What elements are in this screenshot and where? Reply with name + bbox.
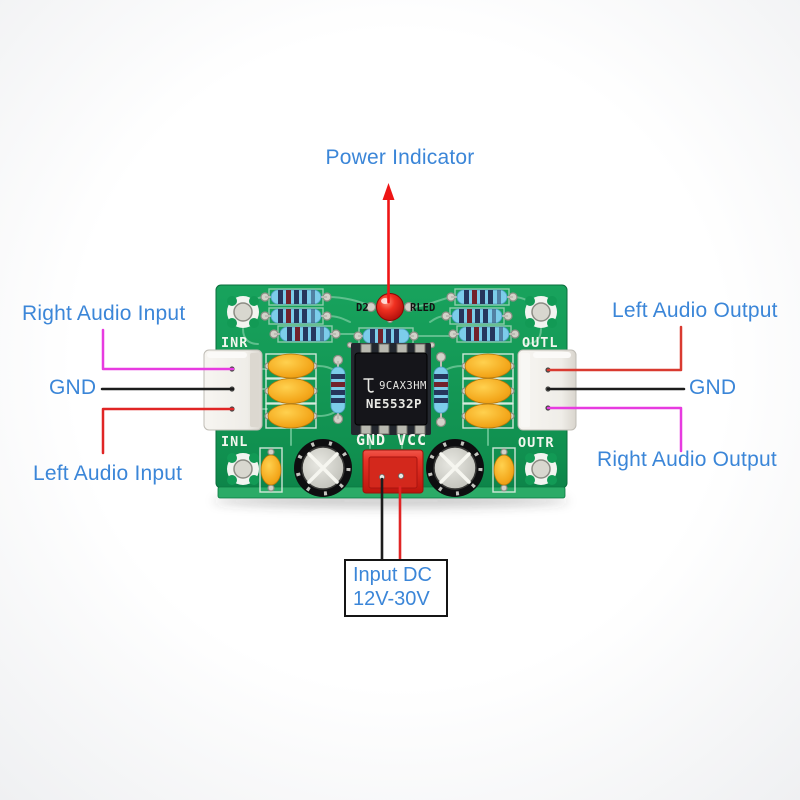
- resistor: [358, 328, 414, 344]
- silkscreen-d2: D2: [356, 302, 369, 314]
- texas-instruments-logo-icon: [363, 378, 374, 393]
- pcb-board: 9CAX3HM NE5532P: [203, 284, 577, 499]
- dc-power-connector: [362, 449, 424, 494]
- resistor: [265, 308, 327, 324]
- capacitor: [267, 353, 315, 379]
- capacitor: [464, 353, 512, 379]
- resistor: [265, 289, 327, 305]
- power-indicator-label: Power Indicator: [325, 146, 475, 169]
- resistor: [433, 361, 449, 419]
- silkscreen-vcc: VCC: [397, 431, 427, 449]
- resistor: [446, 308, 508, 324]
- opamp-ic: 9CAX3HM NE5532P: [351, 343, 431, 435]
- resistors-horizontal: [265, 289, 515, 344]
- left-audio-output-label: Left Audio Output: [612, 299, 778, 322]
- input-dc-line2: 12V-30V: [353, 588, 430, 610]
- resistor: [330, 361, 346, 419]
- silkscreen-outl: OUTL: [522, 335, 559, 351]
- resistor: [451, 289, 513, 305]
- silkscreen-gnd: GND: [356, 431, 386, 449]
- capacitor: [464, 403, 512, 429]
- resistor: [274, 326, 336, 342]
- capacitor: [267, 378, 315, 404]
- silkscreen-inr: INR: [221, 335, 248, 351]
- left-audio-input-label: Left Audio Input: [33, 462, 183, 485]
- capacitor: [260, 454, 282, 486]
- silkscreen-labels: INR INL OUTL OUTR GND VCC D2 RLED: [221, 302, 559, 451]
- silkscreen-outr: OUTR: [518, 435, 555, 451]
- ic-marking-line2: NE5532P: [366, 396, 422, 411]
- annotation-lines: [100, 183, 686, 562]
- left-audio-output-line: [546, 325, 683, 372]
- silkscreen-inl: INL: [221, 434, 248, 450]
- gnd-right-label: GND: [689, 376, 737, 399]
- right-audio-input-line: [101, 328, 235, 371]
- right-audio-output-line: [546, 406, 683, 453]
- input-dc-line1: Input DC: [353, 564, 432, 586]
- resistor: [453, 326, 515, 342]
- ic-marking-line1: 9CAX3HM: [379, 380, 427, 392]
- film-capacitors: [260, 353, 515, 486]
- resistors-vertical: [330, 361, 449, 419]
- electrolytic-capacitor: [426, 439, 484, 497]
- gnd-left-label: GND: [49, 376, 97, 399]
- mounting-holes: [227, 296, 557, 485]
- electrolytic-capacitor: [294, 439, 352, 497]
- power-led: [376, 293, 404, 321]
- electrolytic-capacitors: [294, 439, 484, 497]
- right-audio-output-label: Right Audio Output: [597, 448, 777, 471]
- capacitor: [267, 403, 315, 429]
- power-indicator-arrow: [382, 183, 395, 304]
- capacitor: [493, 454, 515, 486]
- left-audio-input-line: [101, 407, 235, 455]
- silkscreen-rled: RLED: [410, 302, 435, 314]
- input-dc-callout-box: Input DC 12V-30V: [344, 559, 448, 617]
- capacitor: [464, 378, 512, 404]
- right-audio-input-label: Right Audio Input: [22, 302, 186, 325]
